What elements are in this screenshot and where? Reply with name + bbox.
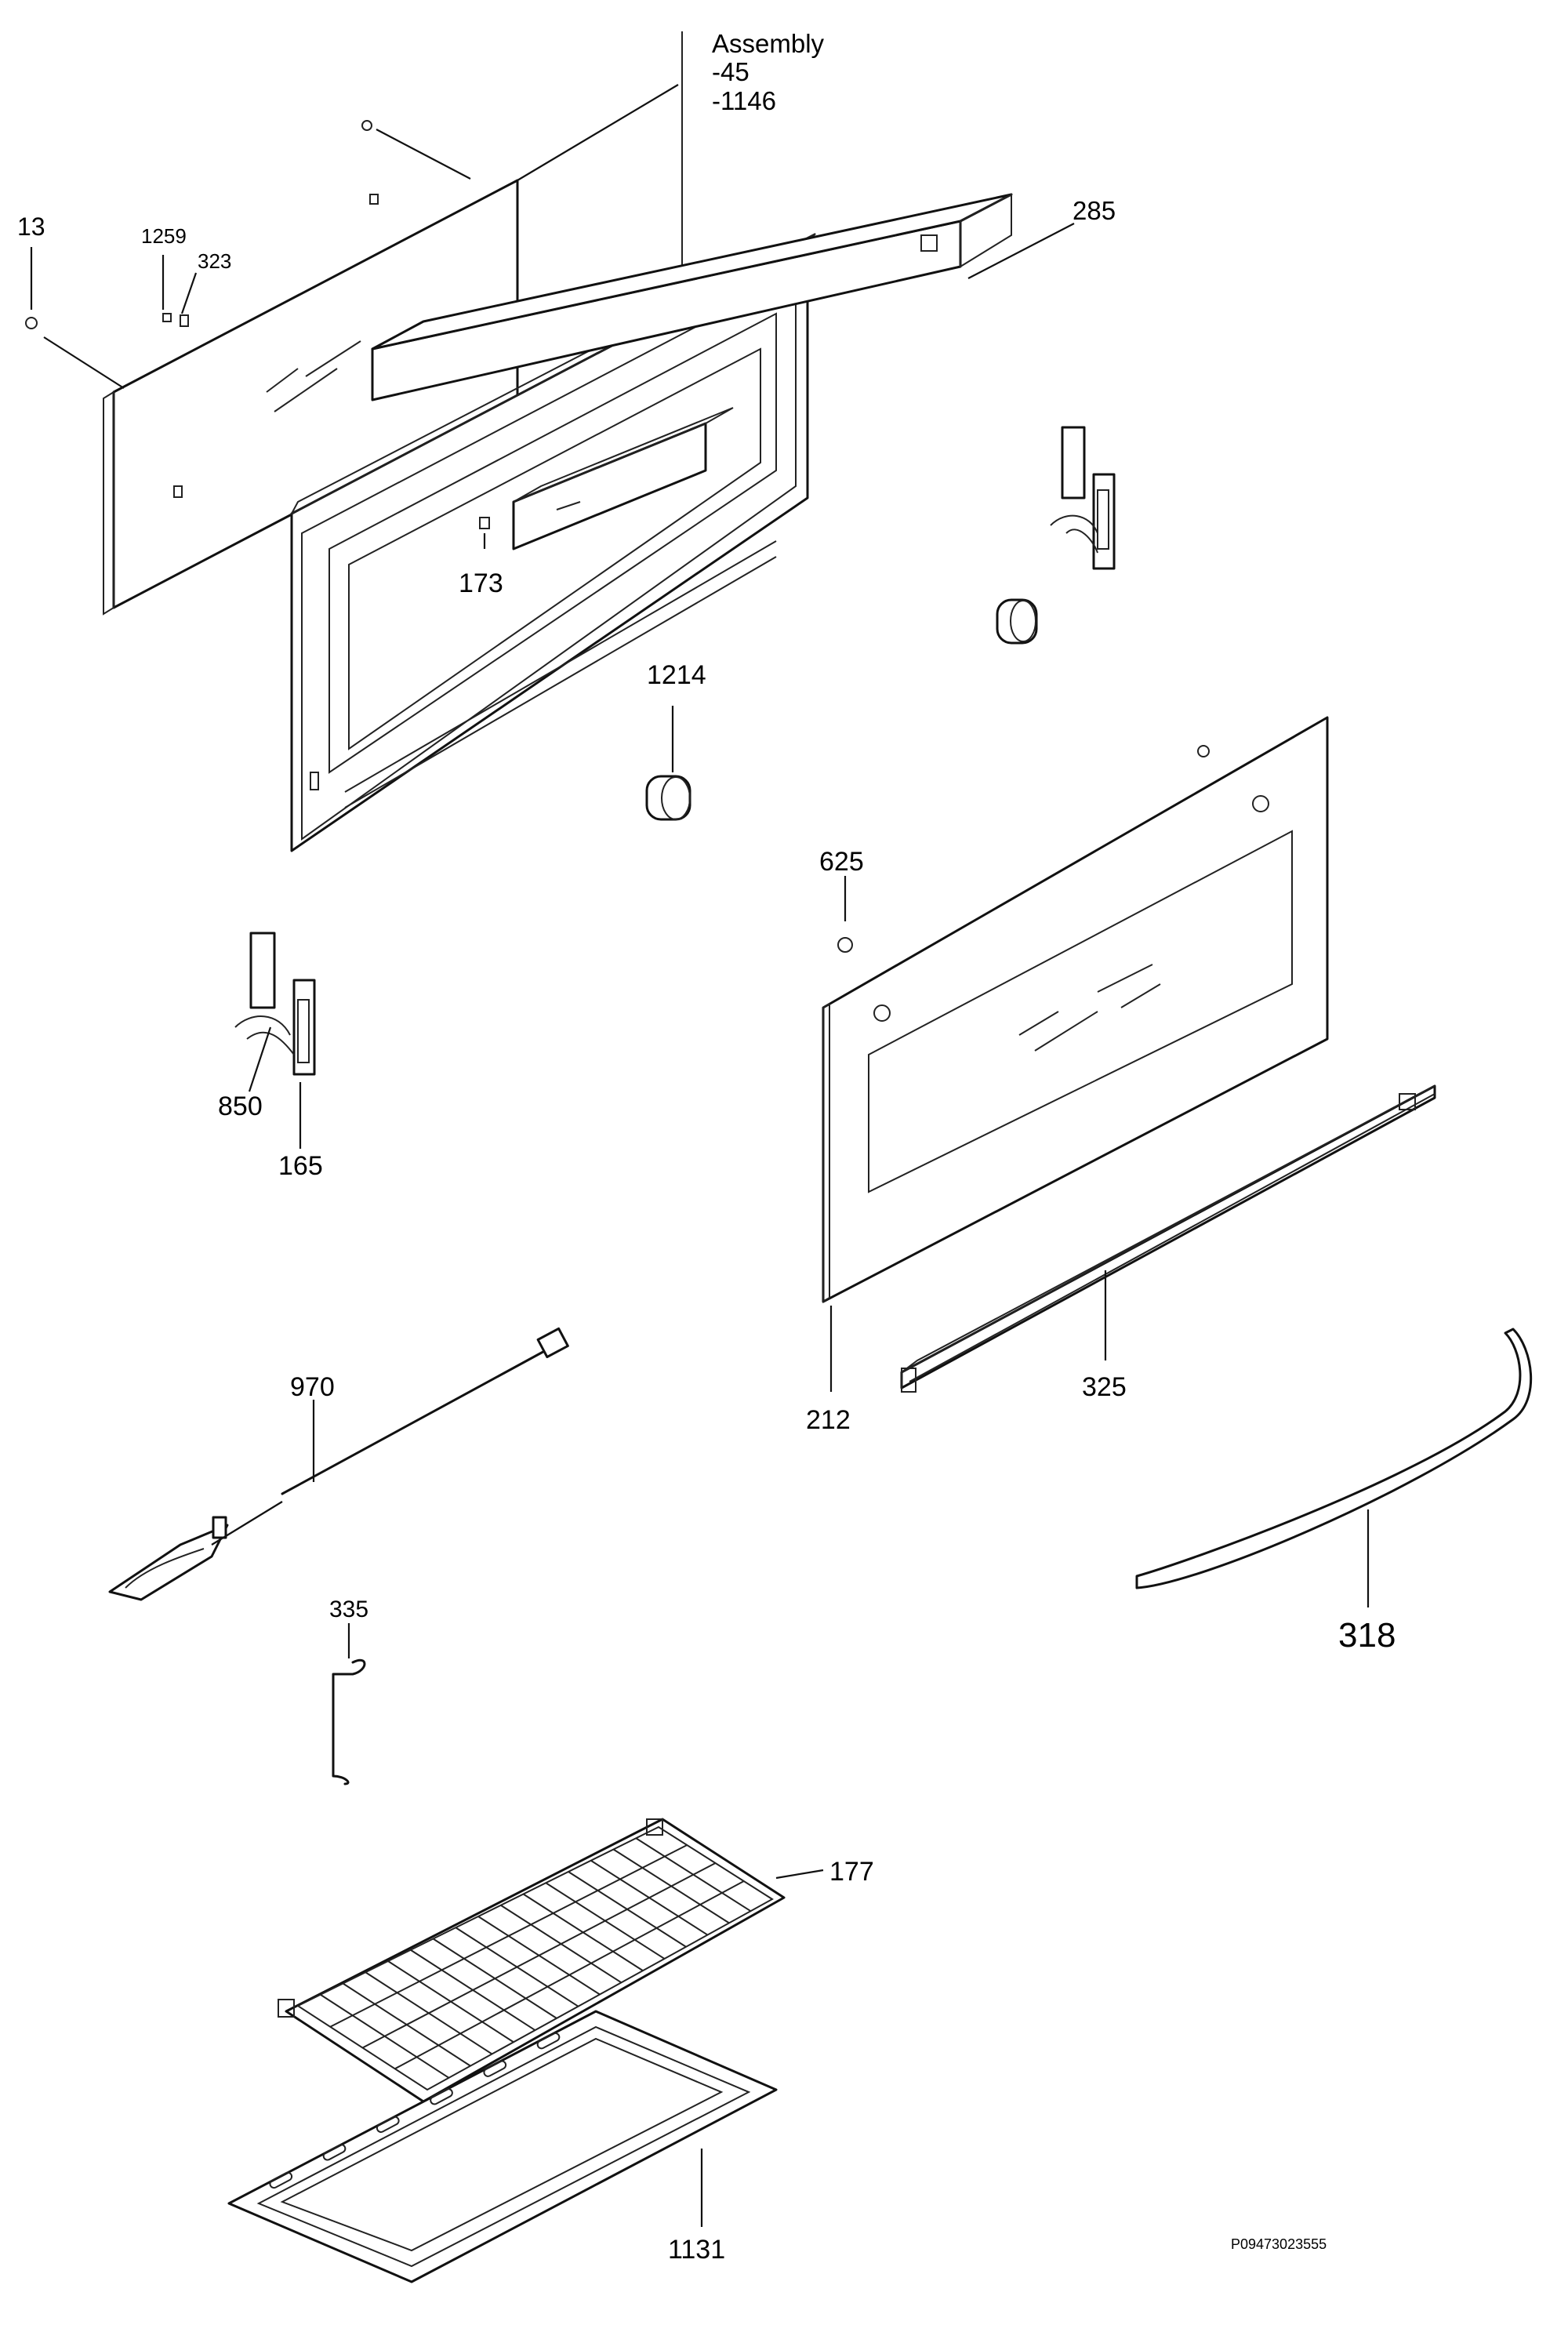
clip-icon (369, 194, 379, 205)
wire-clip (332, 1658, 366, 1785)
label-1131: 1131 (668, 2235, 725, 2265)
label-625: 625 (819, 847, 864, 877)
bottom-trim-strip (900, 1084, 1436, 1393)
spacer-bushing (645, 775, 691, 821)
right-hinge (1050, 426, 1116, 570)
label-212: 212 (806, 1405, 851, 1435)
label-1214: 1214 (647, 660, 706, 690)
screw-icon (25, 317, 38, 329)
label-325: 325 (1082, 1372, 1127, 1402)
assembly-line-2: -1146 (712, 86, 776, 115)
label-318: 318 (1338, 1616, 1396, 1655)
label-323: 323 (198, 249, 231, 273)
spacer-bushing (996, 598, 1038, 645)
door-top-trim (371, 193, 1013, 550)
label-850: 850 (218, 1092, 263, 1121)
clip-icon (162, 313, 172, 322)
clip-icon (180, 314, 189, 327)
left-hinge (234, 932, 316, 1076)
clip-icon (173, 485, 183, 498)
label-13: 13 (17, 213, 45, 241)
label-970: 970 (290, 1372, 335, 1402)
label-177: 177 (829, 1857, 874, 1887)
assembly-line-1: -45 (712, 57, 750, 86)
label-285: 285 (1073, 196, 1116, 225)
assembly-title: Assembly (712, 29, 825, 58)
label-173: 173 (459, 568, 503, 598)
nut-icon (837, 937, 853, 953)
oven-shelf-grid (278, 1818, 786, 2103)
screw-icon (361, 120, 372, 131)
baking-tray-frame (227, 2010, 778, 2283)
label-165: 165 (278, 1151, 323, 1181)
temperature-probe (108, 1327, 569, 1601)
outer-front-glass (822, 716, 1329, 1303)
label-335: 335 (329, 1597, 368, 1622)
door-handle (1135, 1328, 1533, 1589)
label-1259: 1259 (141, 224, 187, 248)
drawing-code: P09473023555 (1231, 2236, 1327, 2252)
